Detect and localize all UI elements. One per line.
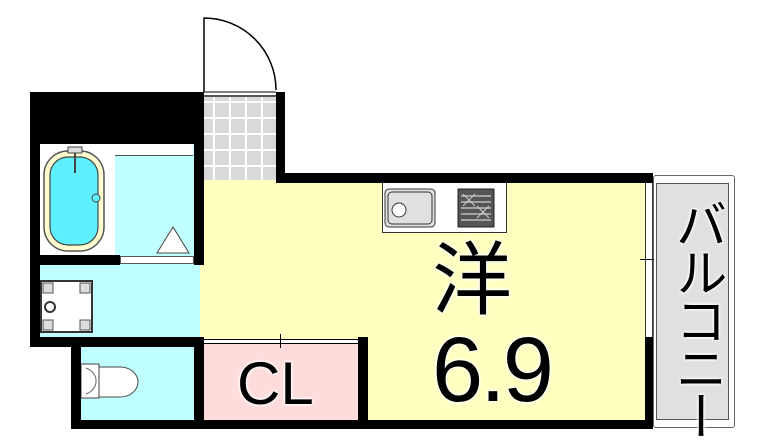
window-icon[interactable] — [645, 183, 653, 337]
toilet-icon — [80, 363, 139, 399]
sink-icon — [384, 188, 436, 228]
wall — [30, 92, 204, 144]
bath-door-icon — [156, 226, 190, 254]
closet-sliding-door[interactable] — [204, 339, 358, 344]
balcony — [653, 175, 735, 428]
closet-label: CL — [237, 350, 314, 417]
wall — [276, 173, 653, 183]
wall — [358, 337, 368, 429]
balcony-label: バルコニー — [666, 198, 726, 438]
door-swing-icon — [203, 17, 277, 93]
gas-stove-icon — [457, 188, 495, 228]
room-type-label: 洋 — [432, 234, 512, 327]
bath-shelf — [115, 143, 193, 156]
closet — [204, 340, 360, 422]
wall — [194, 337, 204, 429]
wall — [645, 337, 653, 429]
wall — [30, 337, 204, 347]
washer-pan-icon — [40, 280, 93, 333]
wall — [194, 92, 204, 265]
wall — [30, 92, 40, 347]
wall — [71, 337, 81, 429]
entrance — [203, 95, 276, 183]
bathtub-icon — [43, 146, 105, 252]
wall — [71, 420, 653, 429]
bath-entry — [120, 256, 194, 264]
window-mark — [640, 259, 654, 260]
wall — [276, 92, 285, 183]
wall — [30, 255, 120, 265]
door-mark — [280, 334, 281, 348]
room-size-label: 6.9 — [432, 319, 554, 421]
